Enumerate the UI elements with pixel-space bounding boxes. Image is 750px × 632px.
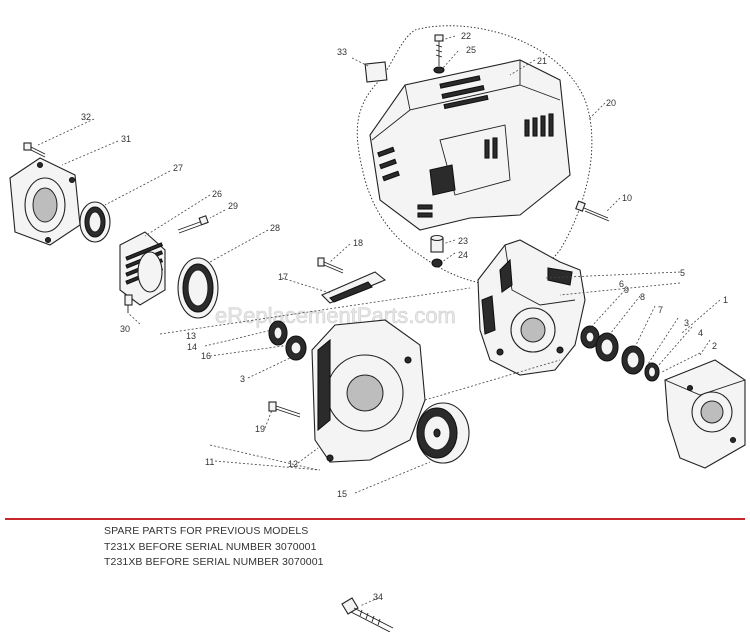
part-29-screw xyxy=(177,215,209,234)
callout-32: 32 xyxy=(81,112,91,122)
part-8-bearing xyxy=(621,345,645,375)
callout-4: 4 xyxy=(698,328,703,338)
watermark-text: eReplacementParts.com xyxy=(215,303,456,328)
callout-12: 12 xyxy=(288,459,298,469)
part-12-starter-housing xyxy=(311,319,426,463)
callout-14: 14 xyxy=(187,342,197,352)
callout-23: 23 xyxy=(458,236,468,246)
callout-27: 27 xyxy=(173,163,183,173)
part-25-washer xyxy=(433,66,445,74)
callout-11: 11 xyxy=(205,457,214,467)
section-divider xyxy=(5,518,745,520)
part-23-spacer xyxy=(430,234,444,253)
callout-9: 9 xyxy=(624,285,629,295)
part-21-engine-cover xyxy=(369,59,571,231)
callout-29: 29 xyxy=(228,201,238,211)
callout-15: 15 xyxy=(337,489,347,499)
part-32-screw xyxy=(23,142,46,158)
spare-parts-notes: SPARE PARTS FOR PREVIOUS MODELS T231X BE… xyxy=(104,524,324,571)
callout-3-right: 3 xyxy=(684,318,689,328)
notes-line-2: T231XB BEFORE SERIAL NUMBER 3070001 xyxy=(104,556,324,568)
part-22-bolt xyxy=(434,34,444,66)
callout-26: 26 xyxy=(212,189,222,199)
callout-24: 24 xyxy=(458,250,468,260)
part-30-clip xyxy=(124,294,133,313)
callout-2: 2 xyxy=(712,341,717,351)
part-crankcase xyxy=(477,239,586,376)
part-2-gear-housing xyxy=(664,359,746,469)
callout-17: 17 xyxy=(278,272,288,282)
callout-34: 34 xyxy=(373,592,383,602)
callout-30: 30 xyxy=(120,324,130,334)
part-28-ring xyxy=(177,257,219,319)
callout-28: 28 xyxy=(270,223,280,233)
part-3-seal-left xyxy=(285,335,307,361)
part-26-cylinder xyxy=(119,231,166,306)
callout-1: 1 xyxy=(723,295,728,305)
callout-16: 16 xyxy=(201,351,211,361)
part-34-bolt xyxy=(341,597,394,632)
notes-line-1: T231X BEFORE SERIAL NUMBER 3070001 xyxy=(104,540,317,553)
part-4-circlip xyxy=(644,362,660,382)
callout-25: 25 xyxy=(466,45,476,55)
callout-10: 10 xyxy=(622,193,632,203)
callout-19: 19 xyxy=(255,424,265,434)
part-10-bolt xyxy=(575,200,610,222)
callout-33: 33 xyxy=(337,47,347,57)
callout-7: 7 xyxy=(658,305,663,315)
callout-3-left: 3 xyxy=(240,374,245,384)
part-24-nut xyxy=(431,258,443,268)
callout-5: 5 xyxy=(680,268,685,278)
callout-6: 6 xyxy=(619,279,624,289)
part-27-ring xyxy=(79,201,111,243)
callout-31: 31 xyxy=(121,134,131,144)
callout-8: 8 xyxy=(640,292,645,302)
notes-heading: SPARE PARTS FOR PREVIOUS MODELS xyxy=(104,525,309,537)
callout-22: 22 xyxy=(461,31,471,41)
part-18-bolt xyxy=(317,257,344,274)
part-7-bearing xyxy=(595,332,619,362)
callout-18: 18 xyxy=(353,238,363,248)
callout-21: 21 xyxy=(537,56,547,66)
part-16-seal xyxy=(268,320,288,346)
leader-lines xyxy=(37,35,721,607)
callout-13: 13 xyxy=(186,331,196,341)
part-17-plate xyxy=(321,271,387,304)
part-33-decal xyxy=(364,61,388,83)
part-15-pulley xyxy=(416,402,470,464)
callout-labels: 1 2 3 3 4 5 6 7 8 9 10 11 12 13 14 15 16… xyxy=(81,31,728,602)
part-31-flange xyxy=(9,157,81,246)
callout-20: 20 xyxy=(606,98,616,108)
part-19-bolt xyxy=(268,401,301,418)
